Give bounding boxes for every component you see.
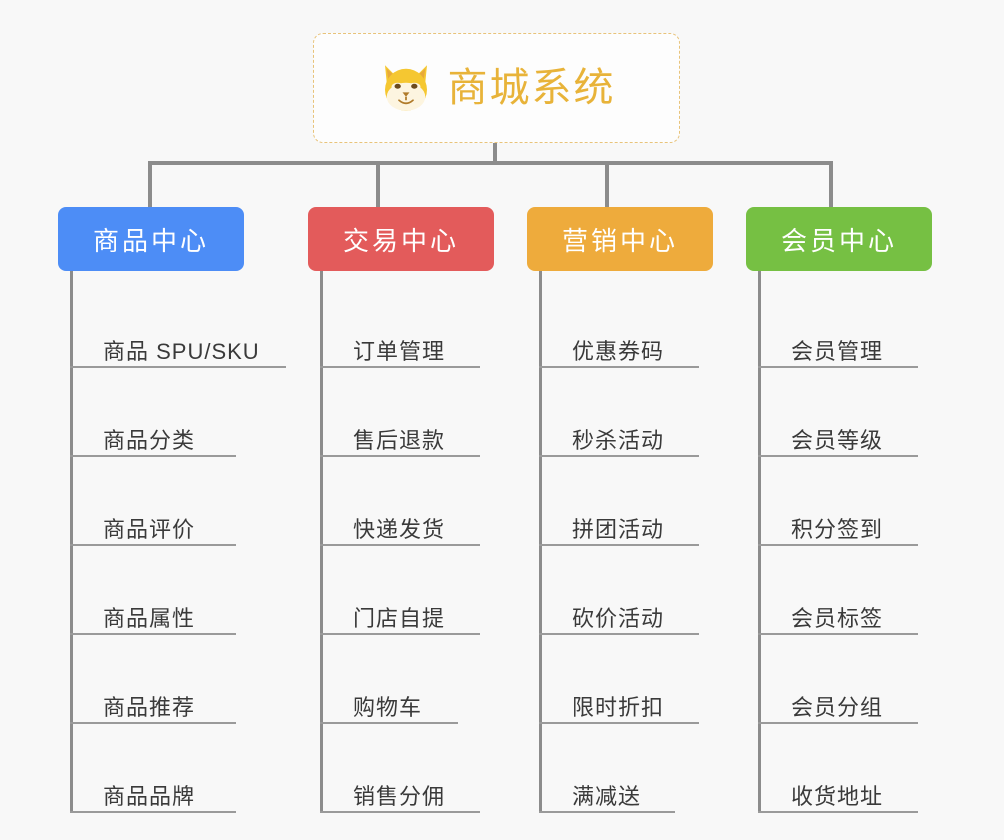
list-item[interactable]: 售后退款 [320,368,494,457]
list-item-label: 收货地址 [791,783,884,809]
connector-root-vertical [493,143,497,165]
list-item-label: 商品分类 [103,427,196,453]
list-item[interactable]: 会员等级 [758,368,932,457]
list-item-label: 销售分佣 [353,783,446,809]
list-item[interactable]: 商品评价 [70,457,244,546]
list-item-rule [320,366,480,368]
list-item-rule [539,455,699,457]
list-item-rule [758,722,918,724]
list-item-label: 满减送 [572,783,642,809]
list-item[interactable]: 收货地址 [758,724,932,813]
list-item[interactable]: 秒杀活动 [539,368,713,457]
list-item[interactable]: 购物车 [320,635,494,724]
list-item[interactable]: 快递发货 [320,457,494,546]
category-header-1[interactable]: 商品中心 [58,207,244,271]
list-item-label: 限时折扣 [572,694,665,720]
list-item-label: 门店自提 [353,605,446,631]
list-item-rule [539,722,699,724]
category-item-list-4: 会员管理 会员等级 积分签到 会员标签 会员分组 收货地址 [758,271,932,813]
list-item-rule [70,455,236,457]
category-header-4[interactable]: 会员中心 [746,207,932,271]
list-item[interactable]: 门店自提 [320,546,494,635]
category-column-4: 会员中心 会员管理 会员等级 积分签到 会员标签 会员分组 [746,207,932,813]
list-item-rule [70,722,236,724]
list-item-rule [758,633,918,635]
list-item[interactable]: 商品 SPU/SKU [70,279,286,368]
list-item[interactable]: 拼团活动 [539,457,713,546]
list-item-rule [320,722,458,724]
list-item[interactable]: 会员分组 [758,635,932,724]
list-item-label: 商品 SPU/SKU [103,338,260,364]
list-item[interactable]: 销售分佣 [320,724,494,813]
list-item-rule [758,544,918,546]
list-item-label: 拼团活动 [572,516,665,542]
list-item-label: 商品属性 [103,605,196,631]
root-node-mall-system[interactable]: 商城系统 [313,33,680,143]
list-item-rule [539,633,699,635]
list-item-rule [70,633,236,635]
connector-horizontal-bus [148,161,833,165]
list-item-label: 积分签到 [791,516,884,542]
list-item[interactable]: 满减送 [539,724,713,813]
list-item-rule [758,811,918,813]
category-header-3[interactable]: 营销中心 [527,207,713,271]
list-item-rule [758,366,918,368]
list-item-label: 订单管理 [353,338,446,364]
list-item-label: 售后退款 [353,427,446,453]
list-item[interactable]: 商品属性 [70,546,244,635]
list-item-label: 砍价活动 [572,605,665,631]
category-column-1: 商品中心 商品 SPU/SKU 商品分类 商品评价 商品属性 商品推荐 [58,207,286,813]
list-item-rule [320,633,480,635]
list-item[interactable]: 限时折扣 [539,635,713,724]
list-item[interactable]: 商品推荐 [70,635,244,724]
list-item-rule [758,455,918,457]
list-item-label: 优惠券码 [572,338,665,364]
list-item-rule [539,544,699,546]
list-item-rule [70,366,286,368]
list-item[interactable]: 商品品牌 [70,724,244,813]
category-item-list-2: 订单管理 售后退款 快递发货 门店自提 购物车 销售分佣 [320,271,494,813]
connector-drop-4 [829,161,833,207]
list-item-label: 商品推荐 [103,694,196,720]
list-item[interactable]: 会员管理 [758,279,932,368]
list-item-rule [539,811,675,813]
list-item[interactable]: 积分签到 [758,457,932,546]
list-item-rule [70,811,236,813]
connector-drop-2 [376,161,380,207]
list-item[interactable]: 会员标签 [758,546,932,635]
list-item[interactable]: 订单管理 [320,279,494,368]
category-column-2: 交易中心 订单管理 售后退款 快递发货 门店自提 购物车 [308,207,494,813]
category-column-3: 营销中心 优惠券码 秒杀活动 拼团活动 砍价活动 限时折扣 [527,207,713,813]
list-item-rule [320,544,480,546]
list-item-rule [539,366,699,368]
list-item[interactable]: 砍价活动 [539,546,713,635]
list-item-label: 商品评价 [103,516,196,542]
list-item-label: 会员标签 [791,605,884,631]
list-item-rule [320,811,480,813]
category-header-2[interactable]: 交易中心 [308,207,494,271]
root-title-label: 商城系统 [447,66,616,110]
list-item[interactable]: 优惠券码 [539,279,713,368]
list-item[interactable]: 商品分类 [70,368,244,457]
list-item-label: 商品品牌 [103,783,196,809]
shiba-dog-face-icon [384,65,427,113]
list-item-rule [70,544,236,546]
list-item-rule [320,455,480,457]
list-item-label: 会员分组 [791,694,884,720]
list-item-label: 会员等级 [791,427,884,453]
category-item-list-1: 商品 SPU/SKU 商品分类 商品评价 商品属性 商品推荐 商品品牌 [70,271,286,813]
list-item-label: 快递发货 [353,516,446,542]
category-item-list-3: 优惠券码 秒杀活动 拼团活动 砍价活动 限时折扣 满减送 [539,271,713,813]
list-item-label: 会员管理 [791,338,884,364]
connector-drop-3 [605,161,609,207]
connector-drop-1 [148,161,152,207]
list-item-label: 购物车 [353,694,423,720]
list-item-label: 秒杀活动 [572,427,665,453]
